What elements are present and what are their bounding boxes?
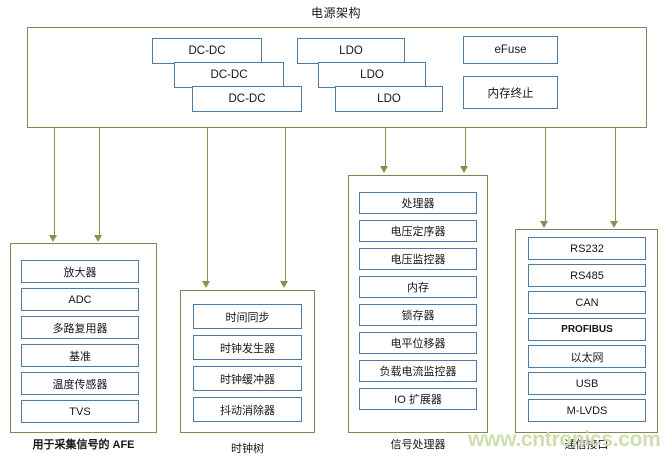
arrow-line-comm-1 (545, 128, 546, 223)
arrow-line-afe-2 (99, 128, 100, 237)
power-ldo-box-2: LDO (318, 62, 426, 88)
afe-item-tvs: TVS (21, 400, 139, 423)
watermark: www.cntronics.com (468, 428, 661, 451)
arrow-head-comm-1 (540, 221, 548, 228)
comm-item-ethernet: 以太网 (528, 345, 646, 368)
power-ldo-box-3: LDO (335, 86, 443, 112)
power-memory-termination-box: 内存终止 (463, 76, 558, 109)
arrow-head-afe-2 (94, 235, 102, 242)
clock-tree-caption: 时钟树 (231, 443, 264, 455)
comm-item-mlvds: M-LVDS (528, 399, 646, 422)
signal-processor-caption: 信号处理器 (390, 439, 446, 451)
signal-item-io-expander: IO 扩展器 (359, 388, 477, 410)
arrow-line-comm-2 (615, 128, 616, 223)
comm-item-can: CAN (528, 291, 646, 314)
power-efuse-box: eFuse (463, 36, 558, 64)
arrow-line-afe-1 (54, 128, 55, 237)
clock-item-jitter-cleaner: 抖动消除器 (193, 397, 302, 422)
page-title: 电源架构 (310, 6, 361, 20)
afe-item-adc: ADC (21, 288, 139, 311)
arrow-line-clock-2 (285, 128, 286, 283)
signal-item-latch: 锁存器 (359, 304, 477, 326)
afe-item-multiplexer: 多路复用器 (21, 316, 139, 339)
comm-interface-caption: 通信接口 (564, 439, 609, 451)
afe-caption: 用于采集信号的 AFE (32, 439, 135, 451)
power-dcdc-box-2: DC-DC (174, 62, 284, 88)
afe-item-temperature-sensor: 温度传感器 (21, 372, 139, 395)
clock-item-clock-buffer: 时钟缓冲器 (193, 366, 302, 391)
afe-item-amplifier: 放大器 (21, 260, 139, 283)
comm-item-rs485: RS485 (528, 264, 646, 287)
arrow-line-signal-2 (465, 128, 466, 168)
arrow-head-signal-1 (380, 166, 388, 173)
arrow-line-clock-1 (207, 128, 208, 283)
clock-item-clock-generator: 时钟发生器 (193, 335, 302, 360)
arrow-line-signal-1 (385, 128, 386, 168)
signal-item-processor: 处理器 (359, 192, 477, 214)
clock-item-time-sync: 时间同步 (193, 304, 302, 329)
signal-item-load-current-monitor: 负载电流监控器 (359, 360, 477, 382)
signal-item-level-shifter: 电平位移器 (359, 332, 477, 354)
arrow-head-signal-2 (460, 166, 468, 173)
comm-item-rs232: RS232 (528, 237, 646, 260)
comm-item-profibus: PROFIBUS (528, 318, 646, 341)
signal-item-voltage-monitor: 电压监控器 (359, 248, 477, 270)
afe-item-reference: 基准 (21, 344, 139, 367)
signal-item-voltage-sequencer: 电压定序器 (359, 220, 477, 242)
arrow-head-comm-2 (610, 221, 618, 228)
comm-item-usb: USB (528, 372, 646, 395)
arrow-head-clock-2 (280, 281, 288, 288)
power-ldo-box-1: LDO (297, 38, 405, 64)
power-dcdc-box-3: DC-DC (192, 86, 302, 112)
signal-item-memory: 内存 (359, 276, 477, 298)
arrow-head-clock-1 (202, 281, 210, 288)
arrow-head-afe-1 (49, 235, 57, 242)
power-dcdc-box-1: DC-DC (152, 38, 262, 64)
